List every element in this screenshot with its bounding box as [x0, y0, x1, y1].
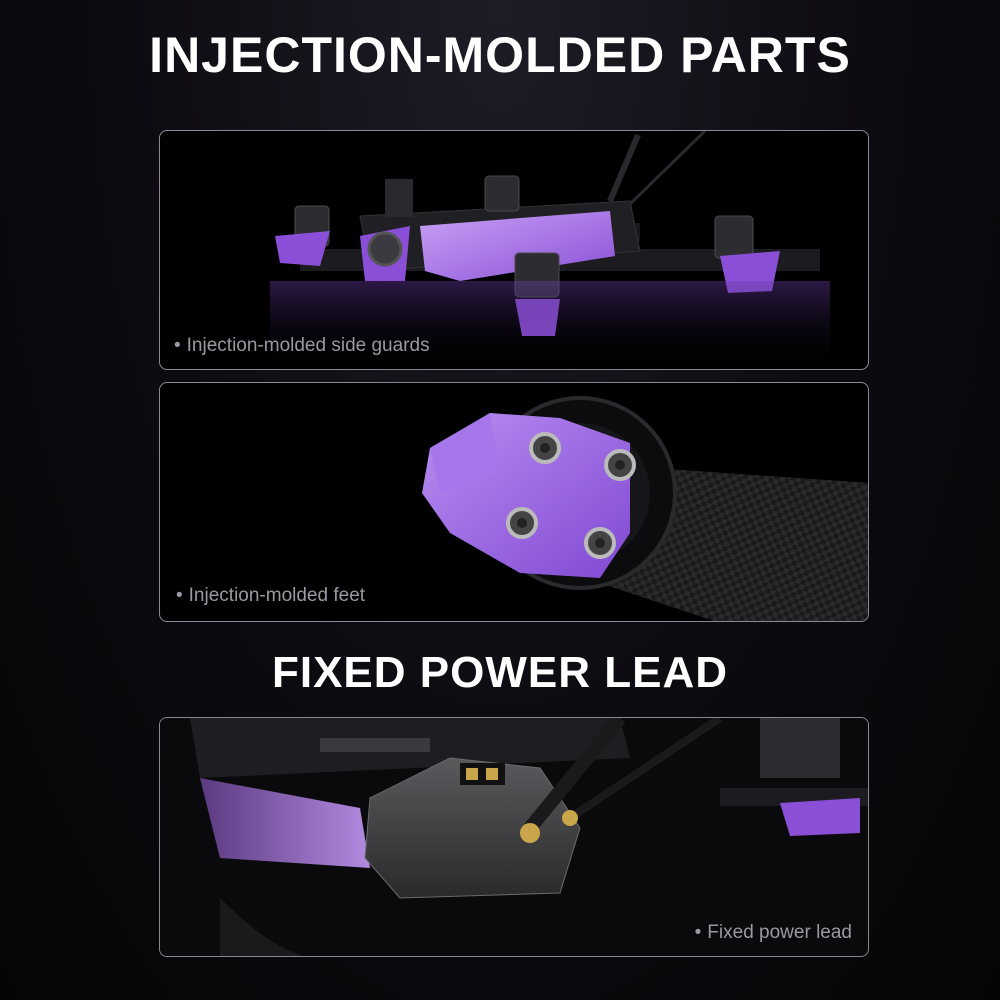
section-heading-fixed-power-lead: FIXED POWER LEAD — [271, 648, 729, 697]
caption-text: Injection-molded feet — [188, 585, 366, 606]
panel-caption: •Fixed power lead — [695, 922, 852, 944]
image-panel-power-lead: •Fixed power lead — [159, 717, 869, 957]
drone-frame-illustration — [270, 131, 830, 369]
motor-foot-illustration — [422, 396, 868, 621]
power-lead-illustration — [160, 718, 868, 956]
image-panel-feet: •Injection-molded feet — [159, 382, 869, 622]
section-heading-injection-molded-parts: INJECTION-MOLDED PARTS — [149, 27, 851, 83]
caption-text: Fixed power lead — [707, 922, 852, 943]
bullet-icon: • — [174, 335, 181, 356]
caption-text: Injection-molded side guards — [186, 335, 430, 356]
bullet-icon: • — [694, 922, 702, 943]
image-panel-side-guards: •Injection-molded side guards — [159, 130, 869, 370]
panel-caption: •Injection-molded side guards — [174, 335, 430, 357]
panel-caption: •Injection-molded feet — [176, 585, 365, 607]
bullet-icon: • — [176, 585, 183, 606]
